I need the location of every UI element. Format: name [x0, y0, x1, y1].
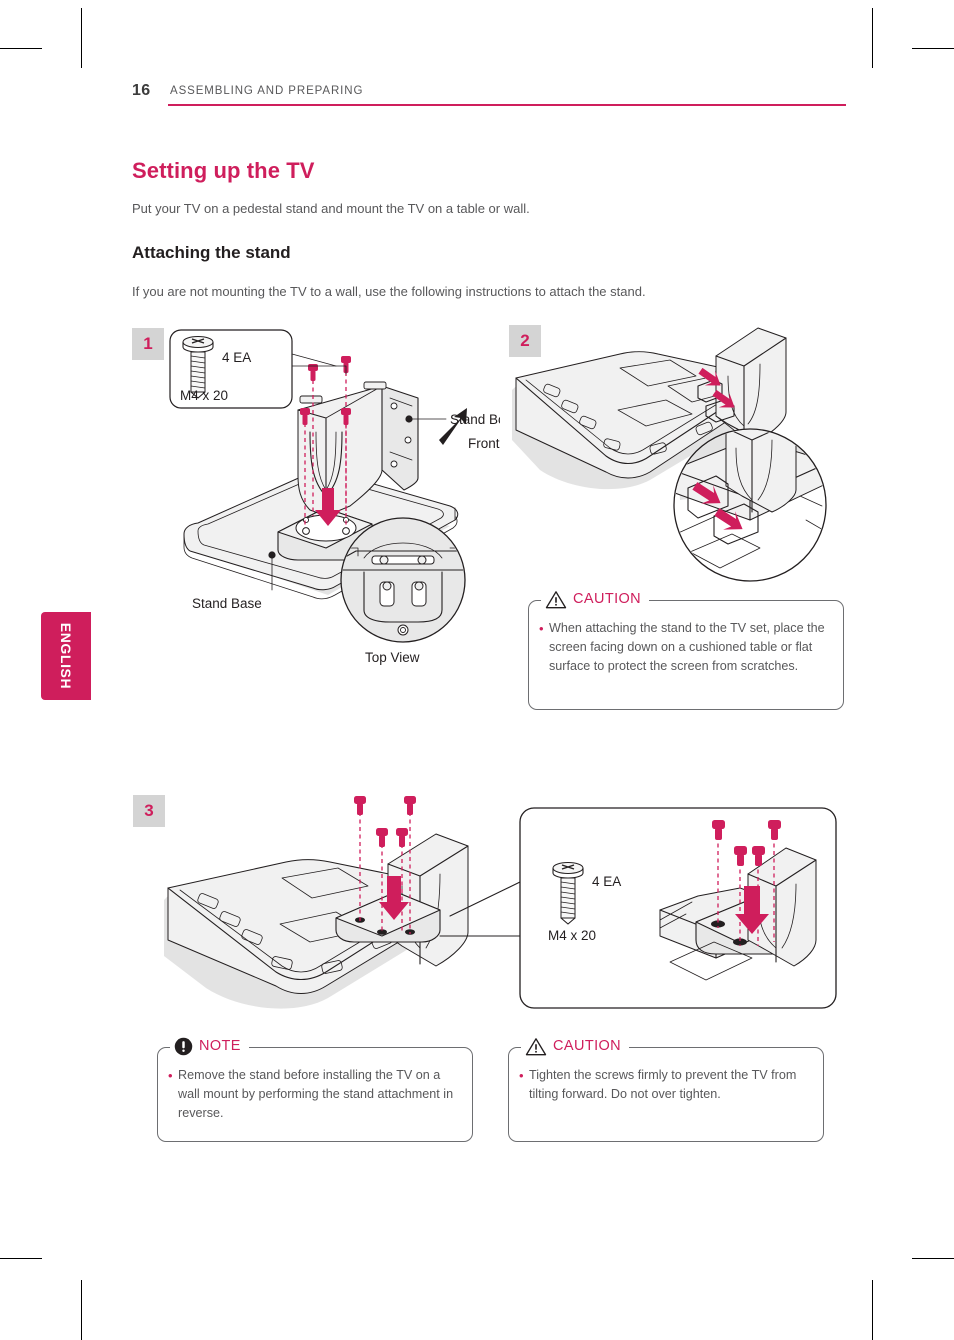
- crop-mark-top-right: [872, 8, 873, 68]
- crop-mark-right-top: [912, 48, 954, 49]
- running-head: ASSEMBLING AND PREPARING: [170, 85, 364, 97]
- step-3-detail-screw-lines: [717, 836, 775, 946]
- note-label: NOTE: [199, 1038, 241, 1054]
- caution-item: When attaching the stand to the TV set, …: [539, 619, 829, 676]
- caution-label: CAUTION: [573, 591, 642, 607]
- warning-triangle-icon: [525, 1037, 547, 1055]
- label-top-view: Top View: [365, 650, 420, 665]
- subsection-title: Attaching the stand: [132, 243, 291, 262]
- step-3-illustration: 4 EA M4 x 20: [140, 790, 840, 1030]
- caution-label-2: CAUTION: [553, 1038, 622, 1054]
- caution-list-2: Tighten the screws firmly to prevent the…: [509, 1048, 823, 1114]
- step-2-illustration: [500, 320, 850, 600]
- subsection-intro: If you are not mounting the TV to a wall…: [132, 284, 646, 299]
- note-item: Remove the stand before installing the T…: [168, 1066, 458, 1123]
- language-tab: ENGLISH: [41, 612, 91, 700]
- screw-spec-1: M4 x 20: [180, 388, 228, 403]
- screw-spec-callout: 4 EA M4 x 20: [169, 329, 293, 409]
- step-badge-1: 1: [132, 328, 164, 360]
- crop-mark-left-top: [0, 48, 42, 49]
- label-stand-body: Stand Body: [450, 412, 500, 427]
- label-stand-base: Stand Base: [192, 596, 262, 611]
- section-intro: Put your TV on a pedestal stand and moun…: [132, 201, 530, 216]
- caution-item-2: Tighten the screws firmly to prevent the…: [519, 1066, 809, 1104]
- top-view-detail: [340, 517, 466, 643]
- screw-drop-lines: [304, 372, 347, 528]
- note-list: Remove the stand before installing the T…: [158, 1048, 472, 1133]
- crop-mark-bottom-right: [872, 1280, 873, 1340]
- step-badge-3: 3: [133, 795, 165, 827]
- caution-box-header: CAUTION: [541, 588, 650, 610]
- step-number-2: 2: [520, 331, 530, 350]
- page-number: 16: [132, 82, 151, 99]
- caution-box-header-2: CAUTION: [521, 1035, 630, 1057]
- step-number-3: 3: [144, 801, 154, 820]
- note-box-header: NOTE: [170, 1035, 249, 1057]
- screw-quantity-1: 4 EA: [222, 350, 251, 365]
- step-number-1: 1: [143, 334, 153, 353]
- crop-mark-right-bottom: [912, 1258, 954, 1259]
- note-box-step-3: NOTE Remove the stand before installing …: [157, 1035, 473, 1142]
- crop-mark-left-bottom: [0, 1258, 42, 1259]
- step-3-screw-drop-lines: [359, 812, 411, 934]
- warning-triangle-icon: [545, 590, 567, 608]
- label-front: Front: [468, 436, 500, 451]
- step-3-screw-spec: 4 EA M4 x 20: [548, 862, 621, 943]
- step-1-illustration: 4 EA M4 x 20 Stand Body Front Stand Base: [150, 320, 500, 670]
- caution-box-step-3: CAUTION Tighten the screws firmly to pre…: [508, 1035, 824, 1142]
- screw-glyphs: [300, 356, 351, 425]
- exclamation-circle-icon: [174, 1037, 193, 1055]
- page-header: 16 ASSEMBLING AND PREPARING: [132, 82, 846, 106]
- screw-quantity-3: 4 EA: [592, 874, 621, 889]
- crop-mark-top-left: [81, 8, 82, 68]
- crop-mark-bottom-left: [81, 1280, 82, 1340]
- insert-arrow-icon: [315, 488, 341, 526]
- header-rule: [168, 104, 846, 106]
- page-title: Setting up the TV: [132, 158, 315, 183]
- caution-box-step-2: CAUTION When attaching the stand to the …: [528, 588, 844, 710]
- caution-list: When attaching the stand to the TV set, …: [529, 601, 843, 686]
- step-badge-2: 2: [509, 325, 541, 357]
- screw-spec-3: M4 x 20: [548, 928, 596, 943]
- language-tab-label: ENGLISH: [58, 622, 74, 690]
